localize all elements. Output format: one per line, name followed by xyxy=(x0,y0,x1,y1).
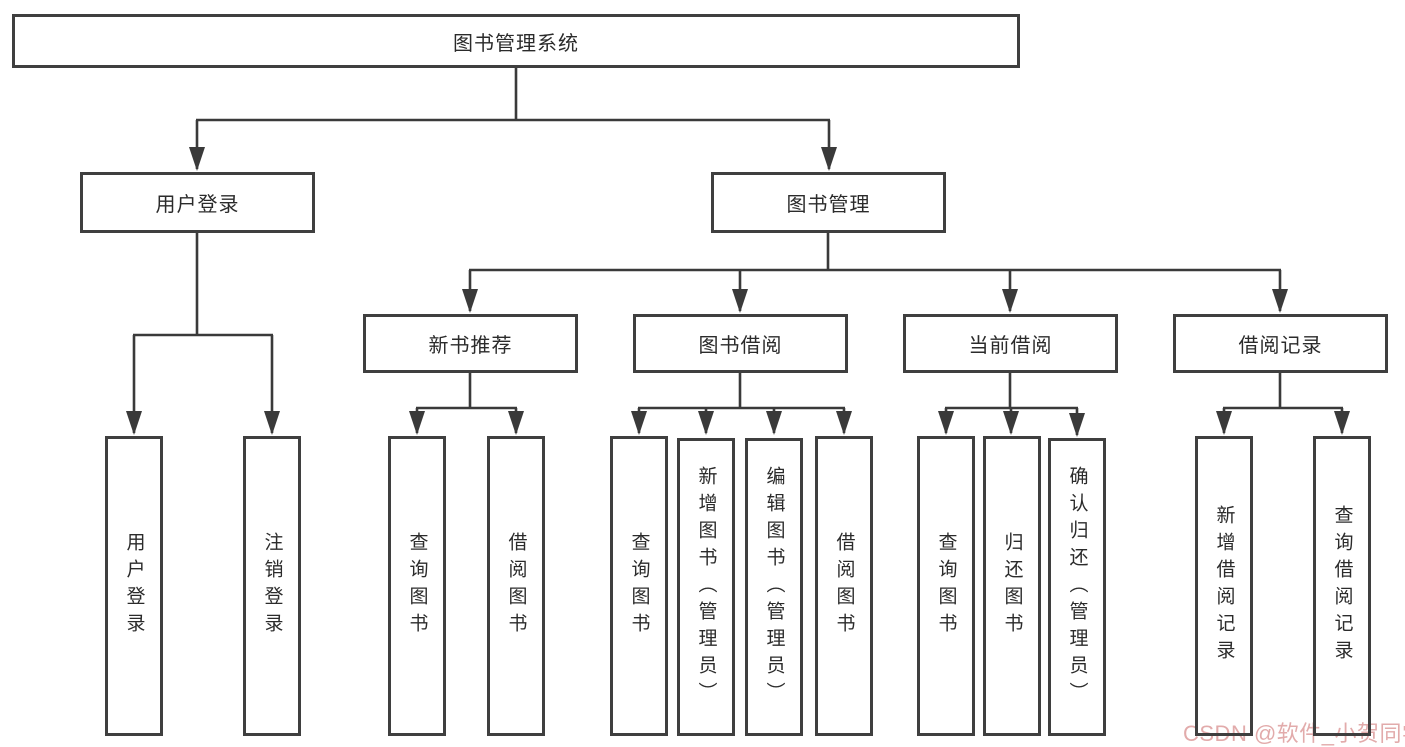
leaf-logout-login: 注销登录 xyxy=(243,436,301,736)
node-label: 借阅图书 xyxy=(833,532,855,640)
node-label: 新增借阅记录 xyxy=(1213,505,1235,667)
node-borrow-record: 借阅记录 xyxy=(1173,314,1388,373)
node-current-borrow: 当前借阅 xyxy=(903,314,1118,373)
node-user-login: 用户登录 xyxy=(80,172,315,233)
leaf-borrow-edit-book-admin: 编辑图书（管理员） xyxy=(745,438,803,736)
leaf-user-login: 用户登录 xyxy=(105,436,163,736)
node-library-management-system: 图书管理系统 xyxy=(12,14,1020,68)
leaf-borrow-query-book: 查询图书 xyxy=(610,436,668,736)
leaf-record-add-borrow-record: 新增借阅记录 xyxy=(1195,436,1253,736)
leaf-record-query-borrow-record: 查询借阅记录 xyxy=(1313,436,1371,736)
node-label: 图书管理 xyxy=(786,194,871,216)
node-label: 借阅记录 xyxy=(1238,335,1323,357)
node-label: 查询图书 xyxy=(628,532,650,640)
node-label: 确认归还（管理员） xyxy=(1066,465,1088,709)
node-label: 查询借阅记录 xyxy=(1331,505,1353,667)
node-new-book-recommend: 新书推荐 xyxy=(363,314,578,373)
node-label: 查询图书 xyxy=(935,532,957,640)
node-label: 编辑图书（管理员） xyxy=(763,465,785,709)
leaf-borrow-add-book-admin: 新增图书（管理员） xyxy=(677,438,735,736)
node-label: 新增图书（管理员） xyxy=(695,465,717,709)
node-label: 查询图书 xyxy=(406,532,428,640)
node-book-management: 图书管理 xyxy=(711,172,946,233)
leaf-borrow-borrow-book: 借阅图书 xyxy=(815,436,873,736)
leaf-newrec-borrow-book: 借阅图书 xyxy=(487,436,545,736)
node-label: 注销登录 xyxy=(261,532,283,640)
leaf-current-return-book: 归还图书 xyxy=(983,436,1041,736)
node-book-borrow: 图书借阅 xyxy=(633,314,848,373)
leaf-current-confirm-return-admin: 确认归还（管理员） xyxy=(1048,438,1106,736)
node-label: 用户登录 xyxy=(123,532,145,640)
node-label: 当前借阅 xyxy=(968,335,1053,357)
node-label: 借阅图书 xyxy=(505,532,527,640)
node-label: 用户登录 xyxy=(155,194,240,216)
node-label: 新书推荐 xyxy=(428,335,513,357)
node-label: 归还图书 xyxy=(1001,532,1023,640)
node-label: 图书借阅 xyxy=(698,335,783,357)
leaf-newrec-query-book: 查询图书 xyxy=(388,436,446,736)
node-label: 图书管理系统 xyxy=(453,32,579,55)
leaf-current-query-book: 查询图书 xyxy=(917,436,975,736)
